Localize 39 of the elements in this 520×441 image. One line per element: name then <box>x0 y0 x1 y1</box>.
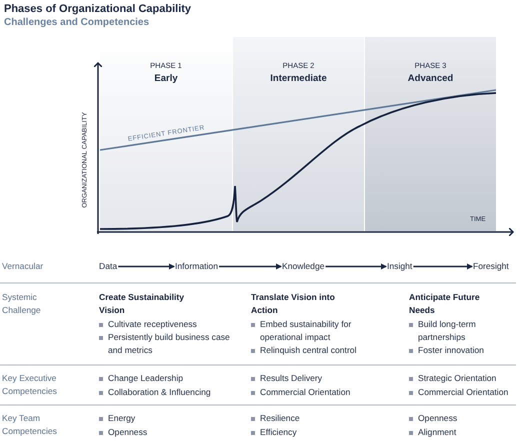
arrow <box>219 264 282 270</box>
list-item: Relinquish central control <box>251 344 400 357</box>
stage-word: Insight <box>387 260 412 273</box>
row-header: Key Executive Competencies <box>2 372 58 398</box>
list-item: Change Leadership <box>99 372 248 385</box>
row-header: Vernacular <box>2 260 44 273</box>
list-item: Commercial Orientation <box>409 386 520 399</box>
subtitle: Challenges and Competencies <box>4 16 150 29</box>
list-item: Openness <box>409 412 520 425</box>
phase-name: Intermediate <box>269 73 328 85</box>
arrow <box>326 264 387 270</box>
challenge-heading: Anticipate Future Needs <box>409 291 481 317</box>
challenge-heading: Translate Vision into Action <box>251 291 336 317</box>
list-item: Energy <box>99 412 248 425</box>
list-item: Strategic Orientation <box>409 372 520 385</box>
list-item: Persistently build business case and metrics <box>99 331 240 357</box>
stage-word: Data <box>99 260 118 273</box>
phase-name: Advanced <box>406 73 454 85</box>
list-item: Commercial Orientation <box>251 386 400 399</box>
row-header: Key Team Competencies <box>2 412 58 438</box>
list-item: Results Delivery <box>251 372 400 385</box>
arrow <box>413 264 473 270</box>
arrow <box>118 264 175 270</box>
list-item: Build long-term partnerships <box>409 318 498 344</box>
list-item: Alignment <box>409 426 520 439</box>
challenge-heading: Create Sustainability Vision <box>99 291 186 317</box>
phase-name: Early <box>153 73 179 85</box>
list-item: Efficiency <box>251 426 400 439</box>
stage-word: Foresight <box>473 260 509 273</box>
list-item: Resilience <box>251 412 400 425</box>
stage-word: Information <box>175 260 218 273</box>
list-item: Embed sustainability for operational impact <box>251 318 385 344</box>
list-item: Collaboration & Influencing <box>99 386 248 399</box>
list-item: Foster innovation <box>409 344 520 357</box>
list-item: Cultivate receptiveness <box>99 318 248 331</box>
list-item: Openness <box>99 426 248 439</box>
row-header: Systemic Challenge <box>2 291 42 317</box>
title: Phases of Organizational Capability <box>4 3 192 15</box>
stage-word: Knowledge <box>282 260 325 273</box>
